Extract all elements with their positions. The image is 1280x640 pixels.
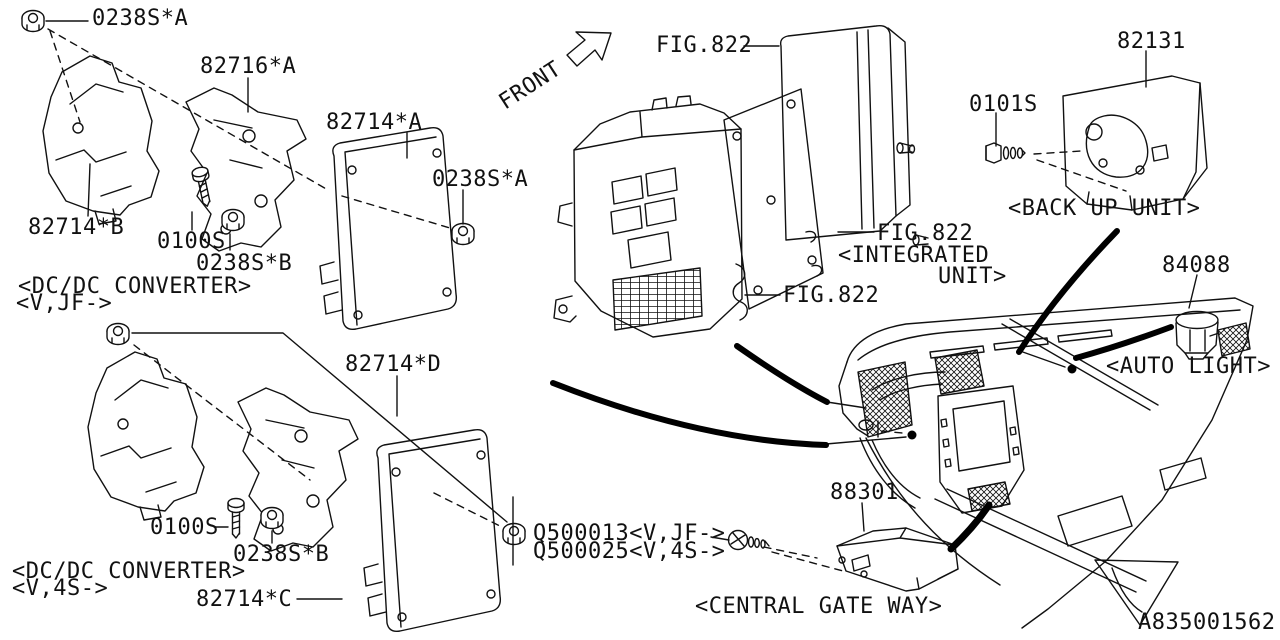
part-fusebox xyxy=(553,95,748,338)
caption-integrated-line1: <INTEGRATED xyxy=(838,243,989,268)
diagram-line-art xyxy=(21,9,1254,633)
diagram-labels: 0238S*A 82716*A 82714*A 0238S*A 82714*B … xyxy=(12,6,1275,635)
speaker-grille-hatch xyxy=(1217,322,1251,357)
caption-dcdc-converter-4s: <DC/DC CONVERTER> xyxy=(12,559,246,584)
caption-auto-light: <AUTO LIGHT> xyxy=(1106,354,1271,379)
nut-icon xyxy=(21,9,45,33)
label-screw-0100s-bottom: 0100S xyxy=(150,515,219,540)
nut-icon xyxy=(221,208,245,232)
caption-integrated-line2: UNIT> xyxy=(938,264,1007,289)
part-backup-unit xyxy=(985,75,1208,211)
caption-dcdc-converter-jf: <DC/DC CONVERTER> xyxy=(18,274,252,299)
label-nut-0238sb-top: 0238S*B xyxy=(196,251,292,276)
label-screw-0101s: 0101S xyxy=(969,92,1038,117)
part-autolight-sensor xyxy=(1175,310,1220,360)
nut-icon xyxy=(451,222,475,246)
front-direction-label: FRONT xyxy=(495,57,566,115)
caption-backup-unit: <BACK UP UNIT> xyxy=(1008,196,1200,221)
label-part-84088: 84088 xyxy=(1162,253,1231,278)
part-instrument-panel xyxy=(838,297,1254,629)
speaker-grille-hatch xyxy=(857,361,913,438)
part-integrated-unit xyxy=(723,24,929,310)
label-module-82714d: 82714*D xyxy=(345,352,441,377)
caption-central-gateway: <CENTRAL GATE WAY> xyxy=(695,594,942,619)
label-screw-q500013: Q500013<V,JF-> xyxy=(533,521,725,546)
label-nut-0238sa-top: 0238S*A xyxy=(92,6,188,31)
label-module-82714c: 82714*C xyxy=(196,587,292,612)
part-dcdc-converter-4s xyxy=(87,322,526,633)
drawing-number: A835001562 xyxy=(1138,610,1275,635)
label-screw-q500025: Q500025<V,4S-> xyxy=(533,539,725,564)
speaker-grille-hatch xyxy=(967,481,1011,512)
screw-icon xyxy=(727,529,770,551)
construction-lines xyxy=(47,28,1127,572)
label-fig822-ecu: FIG.822 xyxy=(656,33,752,58)
location-dot xyxy=(907,430,917,440)
label-module-82714a: 82714*A xyxy=(326,110,422,135)
speaker-grille-hatch xyxy=(934,349,985,395)
label-part-82131: 82131 xyxy=(1117,29,1186,54)
nut-icon xyxy=(260,506,284,530)
caption-variant-jf: <V,JF-> xyxy=(16,291,112,316)
front-arrow-icon xyxy=(566,31,612,67)
label-nut-0238sb-bottom: 0238S*B xyxy=(233,542,329,567)
location-pointer-curves xyxy=(550,228,1174,553)
leader-lines xyxy=(45,20,1198,600)
label-module-82714b: 82714*B xyxy=(28,215,124,240)
location-dot xyxy=(1067,364,1077,374)
nut-icon xyxy=(106,322,130,346)
label-bracket-82716a: 82716*A xyxy=(200,54,296,79)
caption-variant-4s: <V,4S-> xyxy=(12,576,108,601)
screw-icon xyxy=(190,165,216,209)
label-fig822-fusebox: FIG.822 xyxy=(783,283,879,308)
nut-icon xyxy=(502,522,526,546)
bolt-icon xyxy=(985,142,1026,164)
label-part-88301: 88301 xyxy=(830,480,899,505)
label-fig822-integrated: FIG.822 xyxy=(877,221,973,246)
part-central-gateway xyxy=(727,527,959,592)
label-nut-0238sa-right: 0238S*A xyxy=(432,167,528,192)
label-screw-0100s-top: 0100S xyxy=(157,229,226,254)
screw-icon xyxy=(227,497,245,539)
